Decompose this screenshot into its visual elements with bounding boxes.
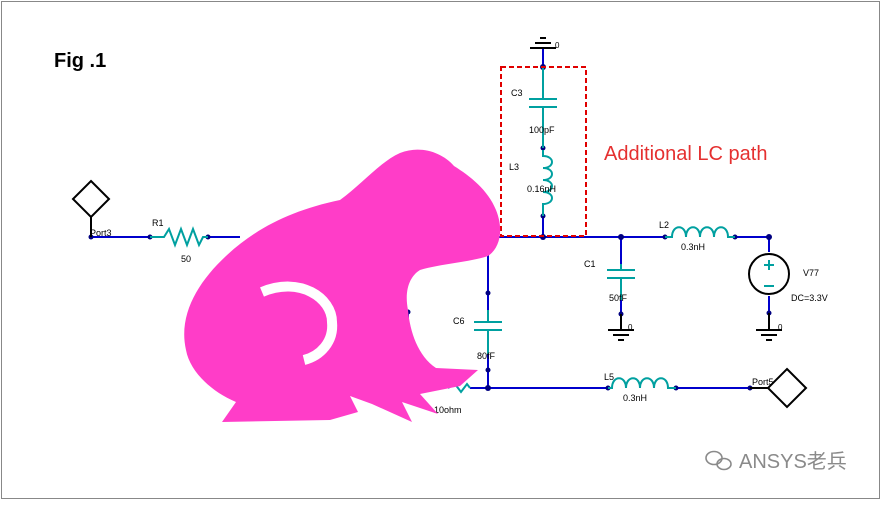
c3-value: 100pF: [529, 125, 555, 135]
c1-ref: C1: [584, 259, 596, 269]
port3-symbol: [71, 179, 111, 237]
l3-ref: L3: [509, 162, 519, 172]
c1-ground-label: 0: [628, 323, 633, 332]
c1-value: 50fF: [609, 293, 628, 303]
ground-top-label: 0: [555, 41, 560, 50]
r1-ref: R1: [152, 218, 164, 228]
watermark-text: ANSYS老兵: [739, 450, 847, 473]
port3-label: Port3: [90, 228, 112, 238]
c6-value: 80fF: [477, 351, 496, 361]
frog-silhouette: [184, 149, 501, 423]
v77-ground-symbol: [756, 313, 782, 341]
bottom-resistor-value: 10ohm: [434, 405, 462, 415]
r1-resistor-symbol: [150, 226, 208, 248]
c3-ref: C3: [511, 88, 523, 98]
l5-value: 0.3nH: [623, 393, 647, 403]
port5-symbol: [750, 367, 808, 409]
c1-capacitor-symbol: [607, 264, 635, 300]
port5-label: Port5: [752, 377, 774, 387]
v77-value: DC=3.3V: [791, 293, 828, 303]
c6-capacitor-symbol: [474, 310, 502, 354]
l3-inductor-symbol: [542, 150, 553, 216]
lc-path-highlight-box: [500, 66, 587, 237]
v77-voltage-source-symbol: [748, 253, 790, 295]
l3-value: 0.16nH: [527, 184, 556, 194]
c6-ref: C6: [453, 316, 465, 326]
l2-value: 0.3nH: [681, 242, 705, 252]
v77-ground-label: 0: [778, 323, 783, 332]
c3-capacitor-symbol: [529, 67, 557, 148]
l5-ref: L5: [604, 372, 614, 382]
r1-value: 50: [181, 254, 191, 264]
figure-title: Fig .1: [54, 50, 106, 72]
lc-path-annotation: Additional LC path: [604, 143, 767, 165]
c1-ground-symbol: [608, 314, 634, 341]
wechat-logo-icon: [705, 450, 732, 471]
wires: [91, 48, 770, 389]
l2-inductor-symbol: [665, 226, 735, 238]
ground-top-symbol: [530, 37, 556, 49]
l5-inductor-symbol: [608, 377, 676, 389]
l2-ref: L2: [659, 220, 669, 230]
v77-ref: V77: [803, 268, 819, 278]
